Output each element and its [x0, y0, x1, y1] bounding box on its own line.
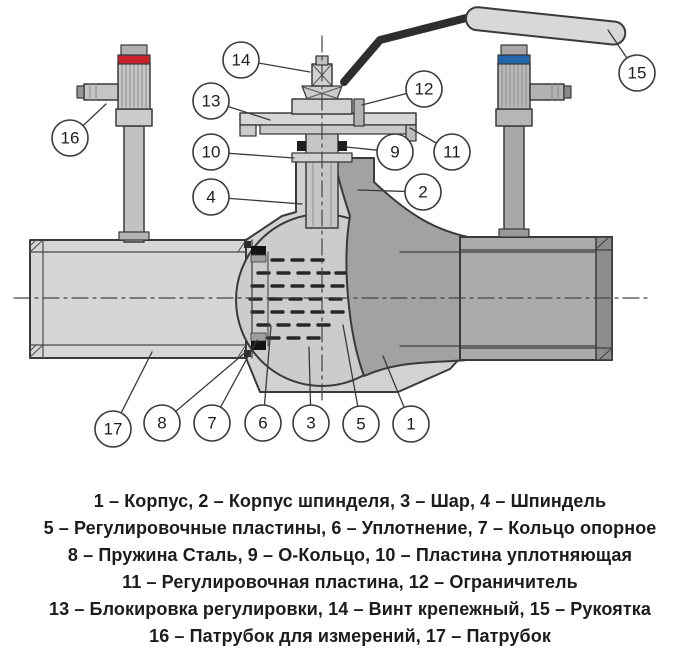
legend-line-6: 16 – Патрубок для измерений, 17 – Патруб… — [149, 626, 551, 646]
ball-hatching — [248, 258, 347, 340]
callout-7: 7 — [193, 404, 231, 442]
svg-text:7: 7 — [207, 414, 216, 433]
o-ring-left — [297, 141, 306, 151]
legend-line-4: 11 – Регулировочная пластина, 12 – Огран… — [122, 572, 578, 592]
callout-8: 8 — [143, 404, 181, 442]
svg-text:9: 9 — [390, 143, 399, 162]
callout-14: 14 — [222, 41, 260, 79]
valve-diagram: 14 13 10 4 16 12 — [13, 6, 656, 448]
callout-16: 16 — [51, 119, 89, 157]
stop-limiter — [353, 98, 365, 127]
callout-17: 17 — [94, 410, 132, 448]
callout-11: 11 — [433, 133, 471, 171]
bore-lines — [399, 251, 597, 347]
red-band — [117, 54, 151, 65]
svg-text:4: 4 — [206, 188, 215, 207]
svg-text:16: 16 — [61, 129, 80, 148]
seat-seal-stack — [244, 239, 269, 359]
spindle-assembly — [239, 55, 417, 229]
svg-text:12: 12 — [415, 80, 434, 99]
callout-4: 4 — [192, 178, 230, 216]
legend-line-3: 8 – Пружина Сталь, 9 – О-Кольцо, 10 – Пл… — [67, 545, 633, 565]
callout-1: 1 — [392, 405, 430, 443]
callout-12: 12 — [405, 70, 443, 108]
adjustment-plate — [259, 124, 417, 135]
callout-15: 15 — [618, 54, 656, 92]
left-nozzle — [83, 83, 119, 101]
callout-3: 3 — [292, 404, 330, 442]
callout-5: 5 — [342, 405, 380, 443]
svg-text:1: 1 — [406, 415, 415, 434]
callout-9: 9 — [376, 133, 414, 171]
handle-rod — [340, 12, 478, 86]
svg-text:6: 6 — [258, 414, 267, 433]
spindle-housing-body — [333, 157, 469, 377]
left-pipe — [29, 239, 247, 359]
svg-text:15: 15 — [628, 64, 647, 83]
svg-text:8: 8 — [157, 414, 166, 433]
svg-text:11: 11 — [443, 143, 461, 162]
callout-10: 10 — [192, 133, 230, 171]
weld-marks — [237, 239, 247, 358]
legend-line-2: 5 – Регулировочные пластины, 6 – Уплотне… — [43, 518, 657, 538]
svg-text:2: 2 — [418, 183, 427, 202]
svg-text:3: 3 — [306, 414, 315, 433]
seal-top — [251, 246, 266, 255]
o-ring-right — [338, 141, 347, 151]
callout-2: 2 — [404, 173, 442, 211]
svg-text:13: 13 — [202, 92, 221, 111]
spring-bottom — [244, 350, 251, 357]
seal-bottom — [251, 341, 266, 350]
blue-band — [497, 54, 531, 65]
callout-6: 6 — [244, 404, 282, 442]
right-test-port — [495, 44, 572, 238]
svg-text:17: 17 — [104, 420, 123, 439]
legend: 1 – Корпус, 2 – Корпус шпинделя, 3 – Шар… — [0, 488, 700, 650]
callout-13: 13 — [192, 82, 230, 120]
svg-text:14: 14 — [232, 51, 251, 70]
callouts: 14 13 10 4 16 12 — [51, 41, 656, 448]
spring-top — [244, 241, 251, 248]
legend-line-1: 1 – Корпус, 2 – Корпус шпинделя, 3 – Шар… — [93, 491, 607, 511]
left-test-port — [76, 44, 153, 243]
svg-text:10: 10 — [202, 143, 221, 162]
legend-line-5: 13 – Блокировка регулировки, 14 – Винт к… — [49, 599, 651, 619]
svg-text:5: 5 — [356, 415, 365, 434]
right-nozzle — [529, 83, 565, 101]
handle-grip — [464, 6, 627, 46]
